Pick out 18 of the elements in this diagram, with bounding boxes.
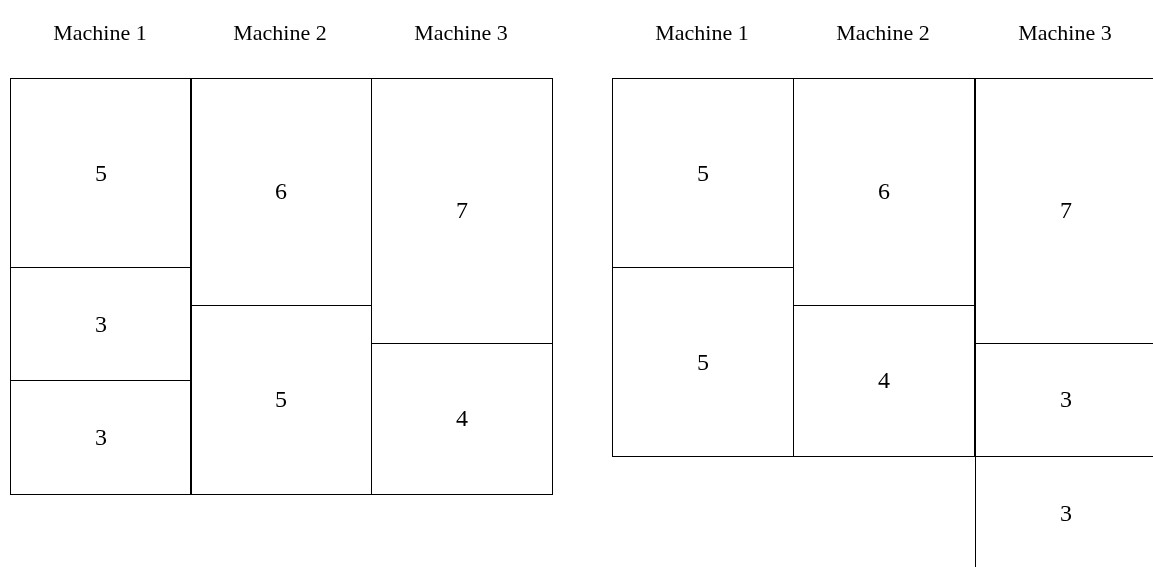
job-box: 5 — [10, 78, 192, 268]
job-box: 6 — [190, 78, 372, 306]
job-box: 6 — [793, 78, 975, 306]
column-header: Machine 2 — [232, 20, 328, 46]
column-header: Machine 3 — [1017, 20, 1113, 46]
job-box: 5 — [612, 267, 794, 457]
column-header: Machine 3 — [413, 20, 509, 46]
column-header: Machine 1 — [52, 20, 148, 46]
job-box: 5 — [612, 78, 794, 268]
job-box: 7 — [371, 78, 553, 344]
job-box: 4 — [371, 342, 553, 495]
job-box: 7 — [975, 78, 1153, 344]
job-box: 3 — [10, 380, 192, 495]
column-header: Machine 1 — [654, 20, 750, 46]
job-box: 5 — [190, 304, 372, 495]
column-header: Machine 2 — [835, 20, 931, 46]
job-box: 3 — [10, 267, 192, 382]
job-box: 4 — [793, 304, 975, 457]
